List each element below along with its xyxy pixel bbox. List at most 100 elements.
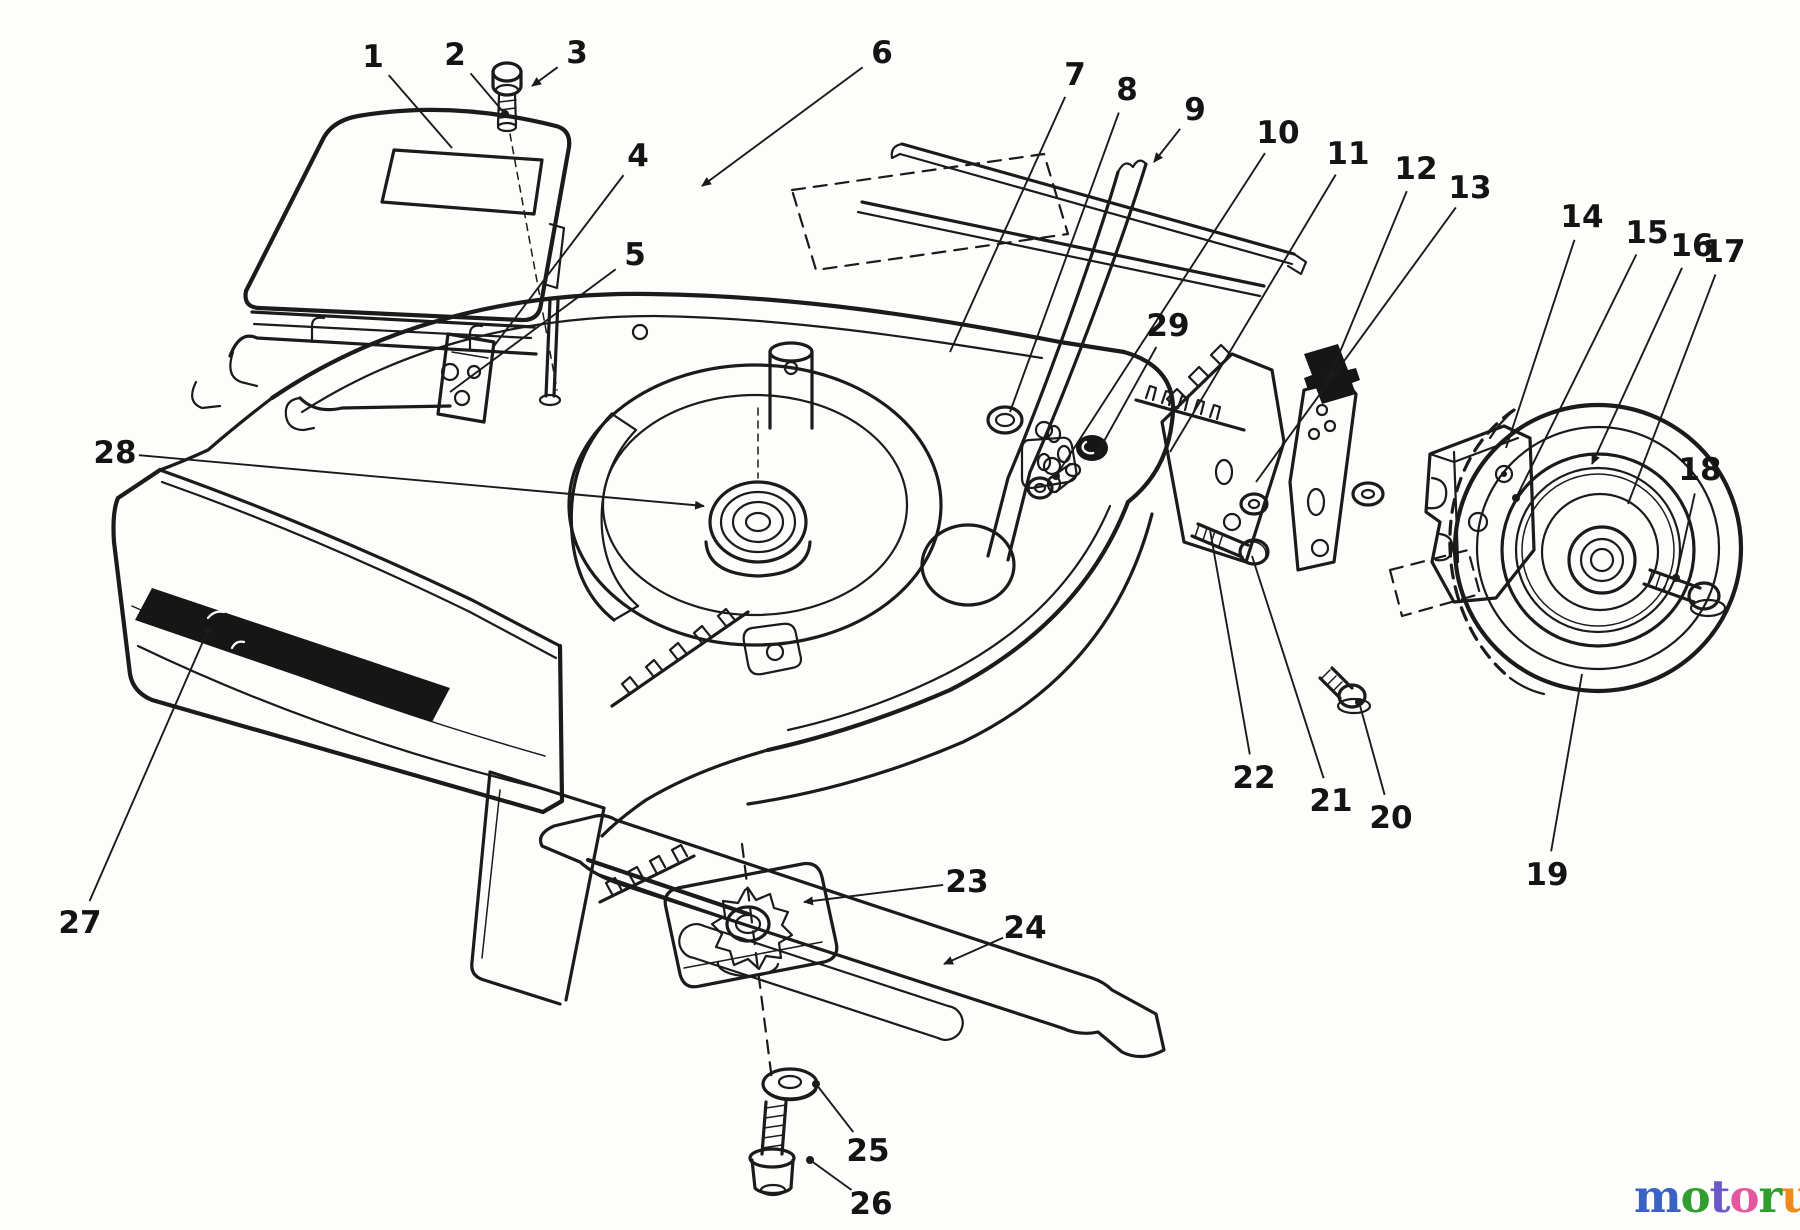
leader-line	[1550, 673, 1583, 852]
part-number: 26	[849, 1186, 892, 1222]
serrated-edges	[470, 384, 1246, 1006]
height-adjuster	[986, 343, 1385, 715]
part-number: 24	[1003, 910, 1046, 946]
callout-2: 2	[444, 37, 509, 118]
leader-line	[949, 96, 1066, 353]
leader-line	[138, 454, 705, 510]
leader-line	[1055, 152, 1266, 477]
leader-line	[493, 174, 625, 347]
callout-9: 9	[1153, 92, 1206, 163]
logo-letter: m	[1634, 1170, 1682, 1223]
callout-12: 12	[1326, 151, 1438, 380]
part-number: 8	[1116, 72, 1138, 108]
motoruf-wordmark: motoruf	[1634, 1170, 1800, 1223]
callout-25: 25	[812, 1080, 890, 1169]
callout-23: 23	[803, 864, 989, 906]
leader-dot	[1355, 698, 1363, 706]
part-number: 19	[1525, 857, 1568, 893]
leader-dot	[501, 110, 509, 118]
leader-line	[1627, 274, 1717, 505]
deck-housing	[111, 291, 1176, 838]
part-number: 10	[1256, 115, 1299, 151]
part-number: 25	[846, 1133, 889, 1169]
leader-line	[1209, 529, 1251, 755]
motoruf-logo: motoruf˙.de	[1634, 1174, 1800, 1219]
leader-line	[1169, 174, 1337, 453]
rear-hinge-bracket	[284, 298, 562, 432]
logo-letter: t	[1709, 1170, 1731, 1223]
leader-line	[701, 66, 864, 187]
cover-panel	[191, 107, 572, 410]
leader-line	[1329, 190, 1408, 377]
callout-11: 11	[1169, 136, 1370, 453]
callout-26: 26	[806, 1156, 893, 1222]
leader-line	[1255, 206, 1457, 483]
callout-29: 29	[1094, 308, 1190, 456]
leader-line	[88, 629, 209, 902]
callout-13: 13	[1255, 170, 1492, 483]
leader-line	[815, 1083, 855, 1133]
part-number: 18	[1678, 452, 1721, 488]
leader-line	[1251, 555, 1325, 779]
handle-brackets	[790, 142, 1308, 562]
blade-assembly	[538, 813, 1166, 1197]
part-number: 13	[1448, 170, 1491, 206]
leader-line	[531, 66, 559, 87]
part-number: 28	[93, 435, 136, 471]
callout-14: 14	[1505, 199, 1604, 449]
callout-16: 16	[1591, 228, 1714, 465]
part-number: 2	[444, 37, 466, 73]
leader-line	[1009, 112, 1120, 413]
part-number: 29	[1146, 308, 1189, 344]
logo-letter: o	[1729, 1170, 1759, 1223]
part-number: 11	[1326, 136, 1369, 172]
leader-dot	[806, 1156, 814, 1164]
leader-line	[1153, 128, 1181, 163]
callout-10: 10	[1052, 115, 1300, 480]
leader-line	[469, 72, 506, 115]
cover-bolt	[491, 61, 558, 391]
callout-1: 1	[362, 39, 453, 149]
callout-17: 17	[1627, 234, 1746, 505]
part-number: 3	[566, 35, 588, 71]
leader-line	[1358, 701, 1386, 796]
leader-line	[388, 74, 453, 149]
callout-8: 8	[1009, 72, 1138, 413]
part-number: 7	[1064, 57, 1086, 93]
part-number: 9	[1184, 92, 1206, 128]
part-number: 20	[1369, 800, 1412, 836]
logo-letter: u	[1781, 1170, 1800, 1223]
part-number: 22	[1232, 760, 1275, 796]
leader-line	[803, 883, 944, 906]
logo-letter: o	[1680, 1170, 1711, 1223]
callout-21: 21	[1251, 555, 1353, 819]
callout-6: 6	[701, 35, 893, 187]
callout-15: 15	[1512, 215, 1669, 502]
spindle-pulley	[704, 407, 812, 578]
callout-27: 27	[58, 626, 212, 941]
part-number: 16	[1670, 228, 1713, 264]
callout-18: 18	[1672, 452, 1722, 582]
leader-dot	[1094, 448, 1102, 456]
part-number: 12	[1394, 151, 1437, 187]
callout-24: 24	[943, 910, 1047, 965]
leader-line	[1097, 346, 1158, 453]
leader-line	[1675, 493, 1696, 579]
leader-dot	[204, 626, 212, 634]
callout-7: 7	[949, 57, 1086, 353]
leader-dot	[1052, 472, 1060, 480]
logo-letter: r	[1758, 1170, 1782, 1223]
callout-4: 4	[493, 138, 649, 347]
part-number: 5	[624, 237, 646, 273]
leader-line	[943, 936, 1004, 965]
wheel	[1448, 402, 1744, 696]
leader-dot	[812, 1080, 820, 1088]
part-number: 1	[362, 39, 384, 75]
callout-5: 5	[449, 237, 646, 393]
part-number: 21	[1309, 783, 1352, 819]
axle-bolt	[1642, 568, 1727, 618]
part-number: 23	[945, 864, 988, 900]
